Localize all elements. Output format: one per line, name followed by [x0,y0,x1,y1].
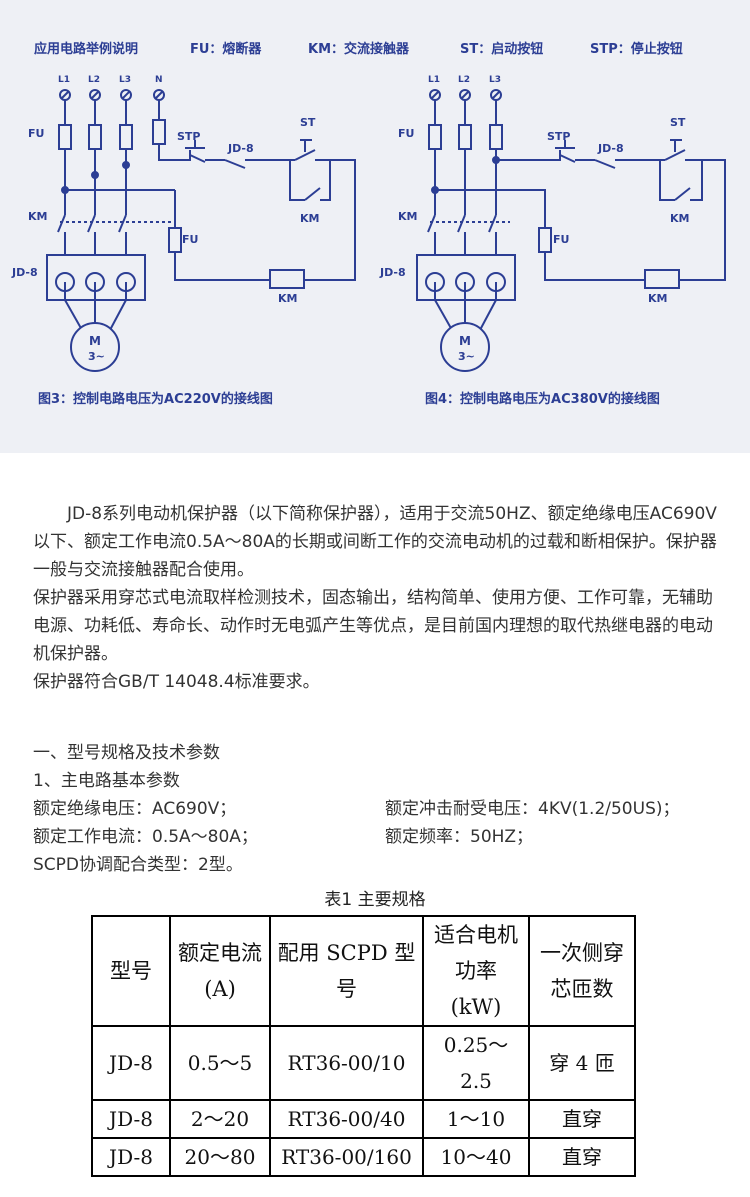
terminal-icons [429,89,502,101]
table-row: JD-8 20～80 RT36-00/160 10～40 直穿 [91,1137,636,1177]
svg-text:JD-8: JD-8 [227,142,254,155]
intro-text: JD-8系列电动机保护器（以下简称保护器），适用于交流50HZ、额定绝缘电压AC… [33,500,723,696]
cell-turns: 直穿 [528,1099,636,1139]
header-power: 适合电机功率 (kW) [422,915,530,1027]
param-rated-insulation: 额定绝缘电压：AC690V； [33,799,237,819]
fuse-icon [119,124,133,150]
svg-text:STP: STP [177,130,201,143]
diagram-fig4-labels: L1 L2 L3 FU KM JD-8 FU KM STP JD-8 ST KM… [379,75,689,363]
intro-paragraph-3: 保护器符合GB/T 14048.4标准要求。 [33,672,320,692]
cell-model: JD-8 [91,1025,171,1101]
svg-text:JD-8: JD-8 [11,266,38,279]
terminal-icons [59,89,165,101]
legend-fu: FU：熔断器 [190,42,262,57]
svg-text:ST: ST [670,116,686,129]
caption-fig3: 图3：控制电路电压为AC220V的接线图 [38,392,273,407]
fuse-icon [58,124,72,150]
svg-text:M: M [89,334,101,348]
cell-scpd: RT36-00/160 [269,1137,424,1177]
intro-paragraph-2: 保护器采用穿芯式电流取样检测技术，固态输出，结构简单、使用方便、工作可靠，无辅助… [33,588,713,664]
diagram-fig3 [46,89,356,372]
fuse-icon [428,124,442,150]
svg-text:L2: L2 [88,75,100,85]
header-turns: 一次侧穿芯匝数 [528,915,636,1027]
motor-icon [70,322,120,372]
svg-text:JD-8: JD-8 [379,266,406,279]
header-current: 额定电流 (A) [169,915,271,1027]
subsection-heading: 1、主电路基本参数 [33,771,180,791]
diagram-fig4 [416,89,726,372]
svg-text:KM: KM [28,210,47,223]
svg-text:3~: 3~ [88,350,105,363]
spec-table: 型号 额定电流 (A) 配用 SCPD 型号 适合电机功率 (kW) 一次侧穿芯… [91,915,636,1177]
svg-text:KM: KM [648,292,667,305]
caption-fig4: 图4：控制电路电压为AC380V的接线图 [425,392,660,407]
cell-turns: 穿 4 匝 [528,1025,636,1101]
fuse-icon [168,227,182,253]
cell-current: 0.5～5 [169,1025,271,1101]
fuse-icon [458,124,472,150]
param-rated-current: 额定工作电流：0.5A～80A； [33,827,258,847]
svg-text:FU: FU [28,127,44,140]
cell-scpd: RT36-00/40 [269,1099,424,1139]
cell-model: JD-8 [91,1099,171,1139]
svg-text:KM: KM [670,212,689,225]
header-scpd: 配用 SCPD 型号 [269,915,424,1027]
svg-text:L1: L1 [428,75,440,85]
legend-st: ST：启动按钮 [460,42,544,57]
svg-text:L3: L3 [489,75,501,85]
legend-km: KM：交流接触器 [308,42,410,57]
svg-text:FU: FU [182,233,198,246]
svg-text:FU: FU [553,233,569,246]
svg-text:3~: 3~ [458,350,475,363]
fuse-icon [538,227,552,253]
diagram-fig3-labels: L1 L2 L3 N FU KM JD-8 FU KM STP JD-8 ST … [11,75,319,363]
cell-turns: 直穿 [528,1137,636,1177]
svg-text:N: N [155,75,163,85]
section-heading: 一、型号规格及技术参数 [33,743,220,763]
param-scpd: SCPD协调配合类型：2型。 [33,855,243,875]
svg-text:L1: L1 [58,75,70,85]
coil-icon [644,269,680,289]
cell-power: 0.25～2.5 [422,1025,530,1101]
cell-power: 1～10 [422,1099,530,1139]
svg-text:M: M [459,334,471,348]
fuse-icon [489,124,503,150]
wiring-diagram-panel: 应用电路举例说明 FU：熔断器 KM：交流接触器 ST：启动按钮 STP：停止按… [0,0,750,453]
param-impulse-voltage: 额定冲击耐受电压：4KV(1.2/50US)； [385,799,680,819]
svg-text:FU: FU [398,127,414,140]
table-row: JD-8 2～20 RT36-00/40 1～10 直穿 [91,1099,636,1139]
svg-text:L3: L3 [119,75,131,85]
coil-icon [269,269,305,289]
header-model: 型号 [91,915,171,1027]
diagram-legend: 应用电路举例说明 FU：熔断器 KM：交流接触器 ST：启动按钮 STP：停止按… [0,38,750,62]
wiring-diagrams-svg: L1 L2 L3 N FU KM JD-8 FU KM STP JD-8 ST … [11,75,726,372]
fuse-icon [88,124,102,150]
table-header-row: 型号 额定电流 (A) 配用 SCPD 型号 适合电机功率 (kW) 一次侧穿芯… [91,915,636,1027]
svg-text:JD-8: JD-8 [597,142,624,155]
param-frequency: 额定频率：50HZ； [385,827,534,847]
svg-text:ST: ST [300,116,316,129]
table-row: JD-8 0.5～5 RT36-00/10 0.25～2.5 穿 4 匝 [91,1025,636,1101]
cell-current: 2～20 [169,1099,271,1139]
legend-stp: STP：停止按钮 [590,42,683,57]
svg-text:KM: KM [300,212,319,225]
cell-model: JD-8 [91,1137,171,1177]
table-title: 表1 主要规格 [324,890,426,910]
intro-paragraph-1: JD-8系列电动机保护器（以下简称保护器），适用于交流50HZ、额定绝缘电压AC… [33,504,717,580]
legend-title: 应用电路举例说明 [34,42,139,57]
svg-text:STP: STP [547,130,571,143]
cell-current: 20～80 [169,1137,271,1177]
cell-scpd: RT36-00/10 [269,1025,424,1101]
svg-text:L2: L2 [458,75,470,85]
cell-power: 10～40 [422,1137,530,1177]
motor-icon [440,322,490,372]
svg-text:KM: KM [278,292,297,305]
svg-text:KM: KM [398,210,417,223]
fuse-icon [152,119,166,145]
